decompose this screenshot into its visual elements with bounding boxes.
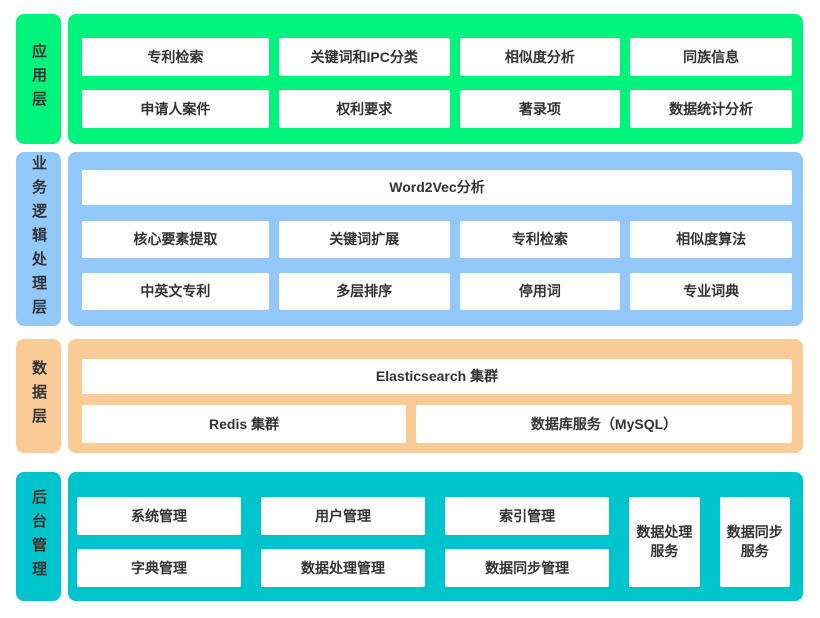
layer-application: 应用层 专利检索 关键词和IPC分类 相似度分析 同族信息 申请人案件 权利要求…: [16, 14, 803, 144]
layer-admin-panel: 系统管理 用户管理 索引管理 数据处理服务 数据同步服务 字典管理 数据处理管理…: [68, 472, 803, 601]
admin-box-data-sync-mgmt: 数据同步管理: [445, 549, 610, 587]
app-box-bibliographic: 著录项: [459, 90, 621, 128]
app-box-patent-search: 专利检索: [82, 38, 269, 76]
biz-box-similarity-algorithm: 相似度算法: [630, 221, 792, 258]
layer-application-panel: 专利检索 关键词和IPC分类 相似度分析 同族信息 申请人案件 权利要求 著录项…: [68, 14, 803, 144]
admin-box-data-processing-mgmt: 数据处理管理: [261, 549, 426, 587]
data-box-elasticsearch: Elasticsearch 集群: [82, 359, 792, 394]
data-box-mysql: 数据库服务（MySQL）: [416, 405, 792, 443]
admin-box-dict-mgmt: 字典管理: [77, 549, 242, 587]
layer-data-panel: Elasticsearch 集群 Redis 集群 数据库服务（MySQL）: [68, 339, 803, 453]
biz-box-professional-dict: 专业词典: [630, 273, 792, 310]
biz-box-stopwords: 停用词: [459, 273, 621, 310]
data-box-redis: Redis 集群: [82, 405, 407, 443]
layer-label-text: 业务逻辑处理层: [30, 155, 47, 323]
data-box-grid: Redis 集群 数据库服务（MySQL）: [82, 405, 792, 443]
layer-label-text: 后台管理: [30, 488, 47, 585]
app-box-keyword-ipc: 关键词和IPC分类: [278, 38, 450, 76]
layer-data-label: 数据层: [16, 339, 61, 453]
layer-label-text: 数据层: [30, 360, 47, 432]
biz-box-core-extraction: 核心要素提取: [82, 221, 269, 258]
biz-box-multilayer-sort: 多层排序: [278, 273, 450, 310]
app-box-family-info: 同族信息: [630, 38, 792, 76]
admin-box-data-sync-service: 数据同步服务: [719, 497, 790, 587]
admin-box-system-mgmt: 系统管理: [77, 497, 242, 535]
layer-business-logic-panel: Word2Vec分析 核心要素提取 关键词扩展 专利检索 相似度算法 中英文专利…: [68, 152, 803, 326]
app-box-applicant-cases: 申请人案件: [82, 90, 269, 128]
layer-application-label: 应用层: [16, 14, 61, 144]
admin-box-data-processing-service: 数据处理服务: [629, 497, 700, 587]
layer-business-logic-label: 业务逻辑处理层: [16, 152, 61, 326]
biz-box-word2vec: Word2Vec分析: [82, 170, 792, 205]
biz-box-grid: 核心要素提取 关键词扩展 专利检索 相似度算法 中英文专利 多层排序 停用词 专…: [82, 221, 792, 310]
layer-admin: 后台管理 系统管理 用户管理 索引管理 数据处理服务 数据同步服务 字典管理 数…: [16, 472, 803, 601]
biz-box-cn-en-patent: 中英文专利: [82, 273, 269, 310]
layer-business-logic: 业务逻辑处理层 Word2Vec分析 核心要素提取 关键词扩展 专利检索 相似度…: [16, 152, 803, 326]
biz-box-keyword-expansion: 关键词扩展: [278, 221, 450, 258]
admin-box-user-mgmt: 用户管理: [261, 497, 426, 535]
layer-admin-label: 后台管理: [16, 472, 61, 601]
app-box-similarity-analysis: 相似度分析: [459, 38, 621, 76]
app-box-data-statistics: 数据统计分析: [630, 90, 792, 128]
admin-box-index-mgmt: 索引管理: [445, 497, 610, 535]
layer-data: 数据层 Elasticsearch 集群 Redis 集群 数据库服务（MySQ…: [16, 339, 803, 453]
app-box-claims: 权利要求: [278, 90, 450, 128]
layer-label-text: 应用层: [30, 43, 47, 115]
biz-box-patent-search: 专利检索: [459, 221, 621, 258]
